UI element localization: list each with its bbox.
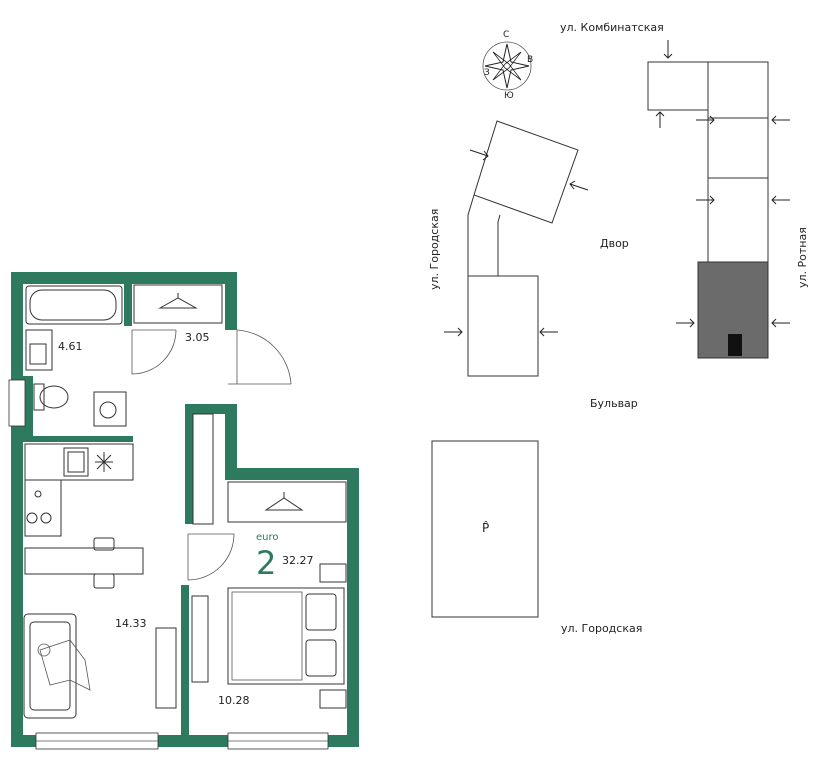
total-area: 32.27 (282, 554, 314, 567)
corridor-wardrobe (192, 413, 214, 525)
hallway-area: 3.05 (185, 331, 210, 344)
sofa (23, 613, 91, 719)
compass-west: З (484, 68, 490, 78)
bathroom-sink (25, 329, 53, 371)
street-left: ул. Городская (428, 209, 441, 290)
toilet (33, 383, 69, 411)
kitchen-area: 14.33 (115, 617, 147, 630)
bedroom-wardrobe (227, 481, 347, 523)
bedroom-cabinet (191, 595, 209, 683)
parking-label: P̂ (482, 521, 489, 535)
rooms-count: 2 (256, 544, 276, 582)
yard-label: Двор (600, 237, 629, 250)
bed (227, 563, 347, 709)
building-right (647, 61, 769, 359)
kitchen-counter (24, 443, 134, 537)
parking-block (431, 440, 539, 618)
bedroom-area: 10.28 (218, 694, 250, 707)
boulevard-label: Бульвар (590, 397, 638, 410)
hallway-wardrobe (133, 284, 223, 324)
bathtub (25, 285, 123, 325)
street-bottom: ул. Городская (561, 622, 642, 635)
compass-icon (482, 41, 532, 91)
entrance-arrows (444, 40, 790, 337)
washing-machine (93, 391, 127, 427)
apartment-type: euro (256, 532, 279, 543)
tv-stand (155, 627, 177, 709)
dining-table (24, 537, 144, 589)
bathroom-area: 4.61 (58, 340, 83, 353)
compass-east: В (527, 55, 533, 65)
building-left (467, 120, 579, 377)
street-top: ул. Комбинатская (560, 21, 664, 34)
windows (8, 379, 329, 750)
compass-north: С (503, 30, 509, 40)
street-right: ул. Ротная (796, 227, 809, 288)
compass-south: Ю (504, 91, 514, 101)
doors (131, 329, 292, 581)
